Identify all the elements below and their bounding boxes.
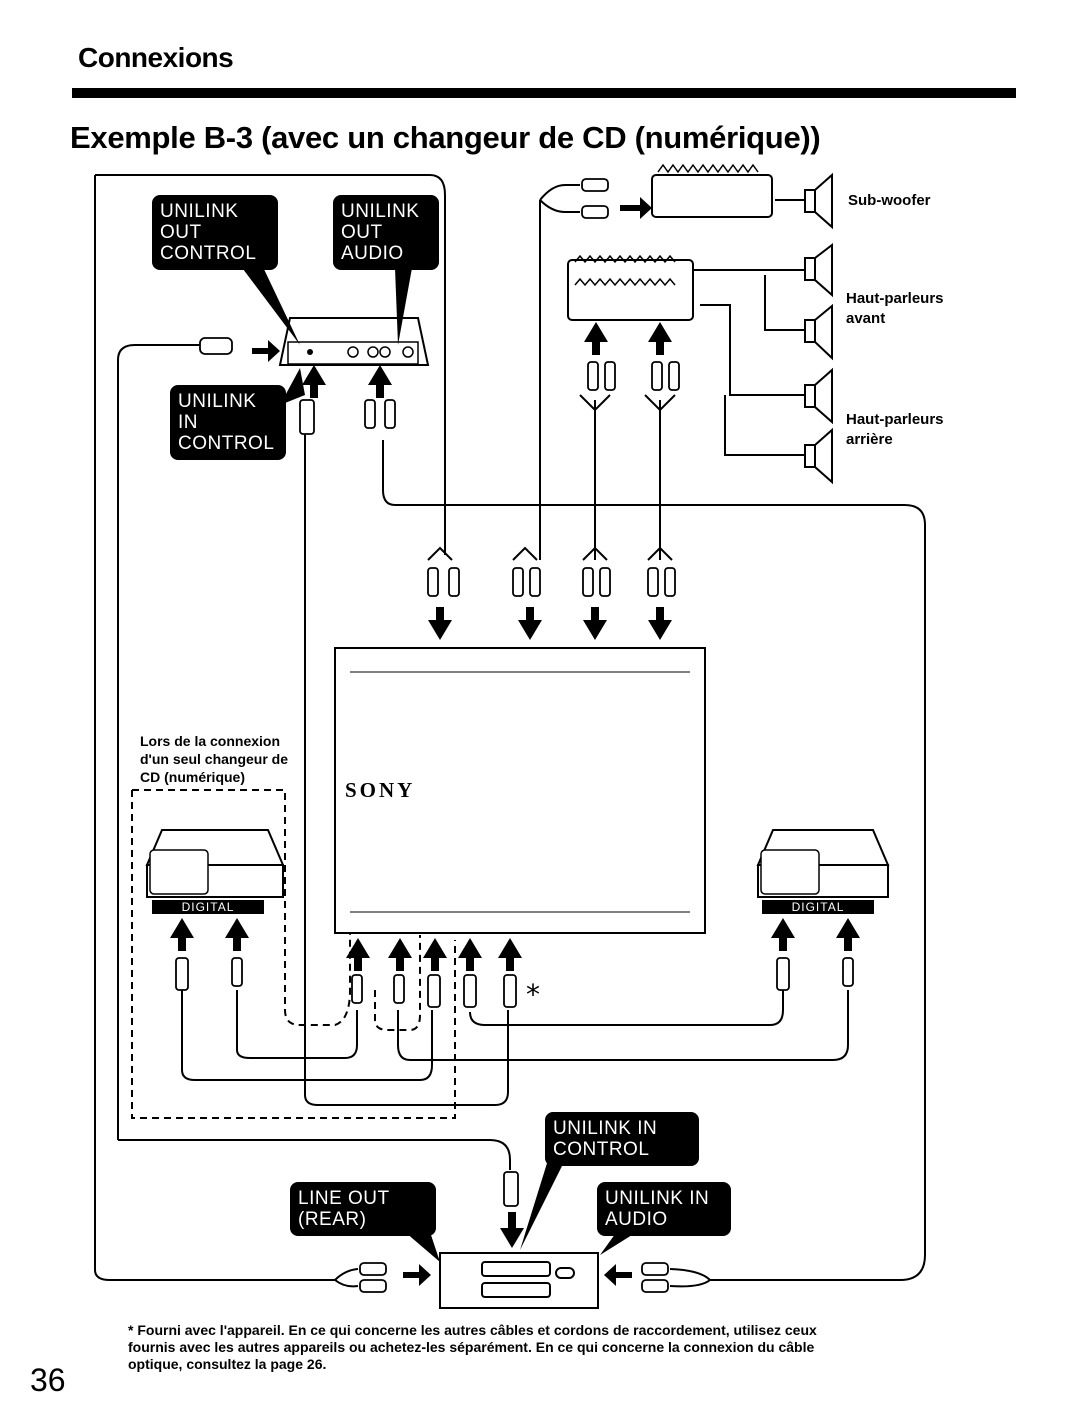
note-line2: d'un seul changeur de <box>140 751 289 767</box>
label-unilink-in-audio: UNILINK IN AUDIO <box>597 1182 731 1236</box>
header-rule <box>72 88 1016 98</box>
label-unilink-in-control-top: UNILINK IN CONTROL <box>170 385 286 460</box>
example-title: Exemple B-3 (avec un changeur de CD (num… <box>70 120 821 155</box>
footnote-line1: * Fourni avec l'appareil. En ce qui conc… <box>128 1322 817 1338</box>
cable-outer-right <box>382 440 926 1281</box>
footnote-line3: optique, consultez la page 26. <box>128 1356 327 1372</box>
asterisk-mark: * <box>526 978 540 1011</box>
cable-top-left <box>135 174 446 555</box>
footnote: * Fourni avec l'appareil. En ce qui conc… <box>128 1322 988 1373</box>
digital-tag-left: DIGITAL <box>152 900 264 914</box>
label-rear-speakers-line2: arrière <box>846 431 893 448</box>
label-line-out-rear: LINE OUT (REAR) <box>290 1182 436 1236</box>
digital-tag-right: DIGITAL <box>762 900 874 914</box>
label-unilink-out-audio: UNILINK OUT AUDIO <box>333 195 439 270</box>
footnote-line2: fournis avec les autres appareils ou ach… <box>128 1339 815 1355</box>
label-unilink-out-control: UNILINK OUT CONTROL <box>152 195 278 270</box>
note-line3: CD (numérique) <box>140 769 245 785</box>
label-rear-speakers-line1: Haut-parleurs <box>846 411 944 428</box>
label-unilink-in-control-bottom: UNILINK IN CONTROL <box>545 1112 699 1166</box>
label-front-speakers-line2: avant <box>846 310 886 327</box>
note-line1: Lors de la connexion <box>140 733 281 749</box>
page-number: 36 <box>30 1362 66 1398</box>
brand-logo: SONY <box>345 778 416 802</box>
label-subwoofer: Sub-woofer <box>848 192 931 209</box>
label-front-speakers-line1: Haut-parleurs <box>846 290 944 307</box>
cable-control-left <box>117 344 200 1140</box>
section-title: Connexions <box>78 42 234 73</box>
cable-outer-left <box>94 175 335 1281</box>
